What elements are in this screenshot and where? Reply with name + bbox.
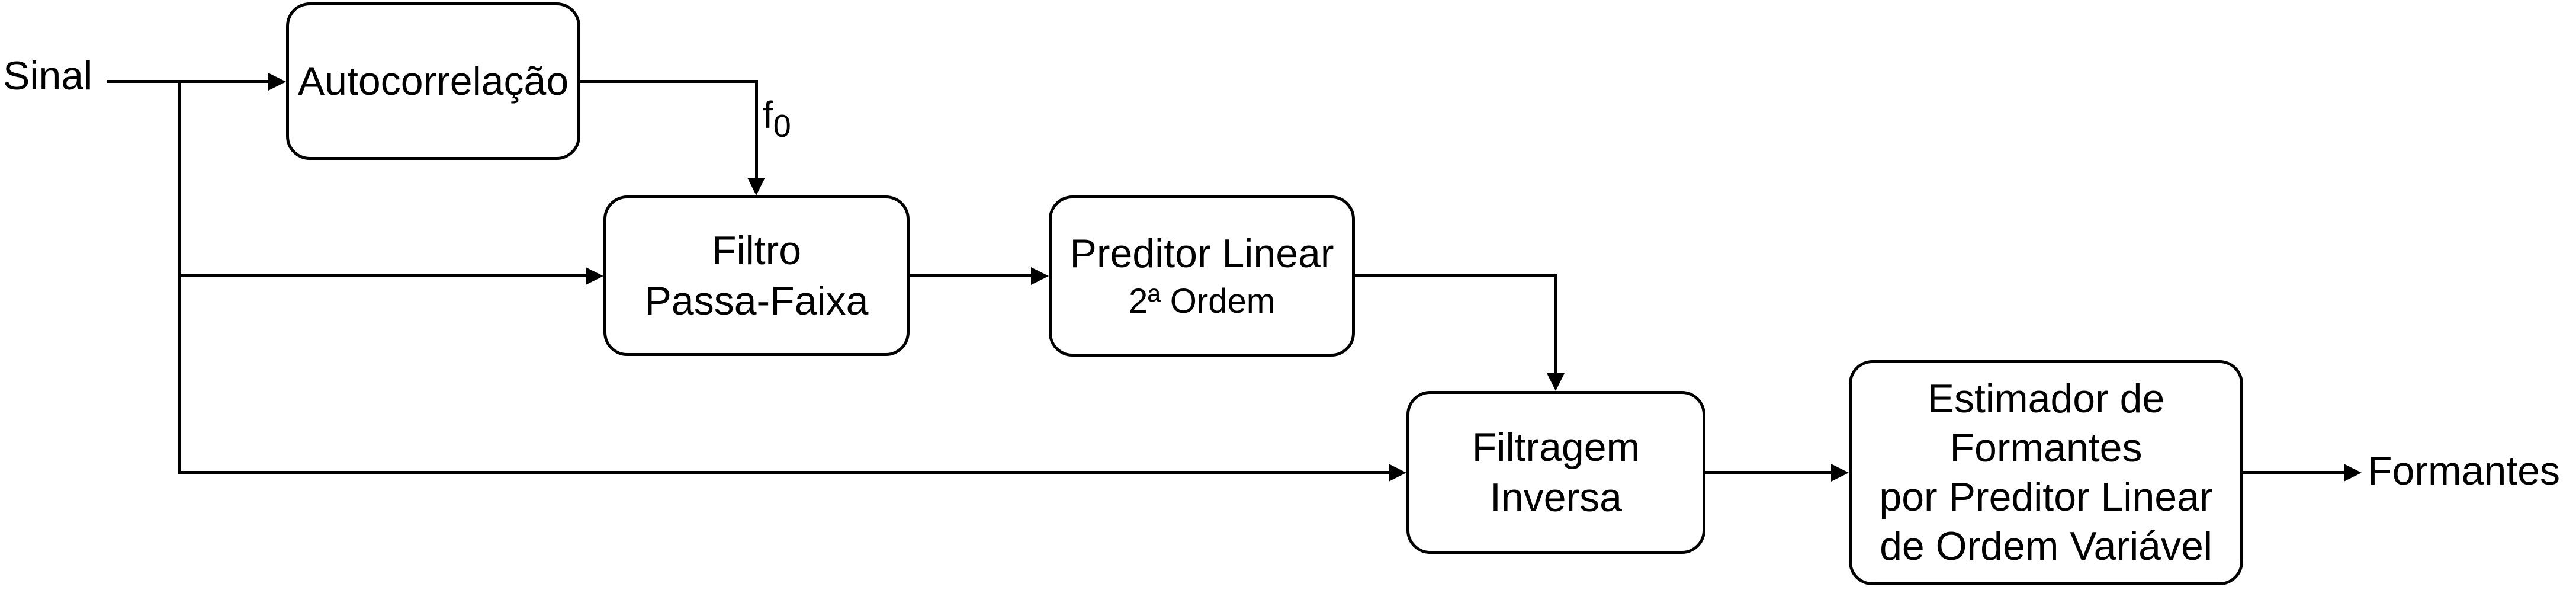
arrowhead-right-icon: [1031, 267, 1049, 285]
block-label-line1: Filtro: [711, 227, 802, 273]
connector-estimador-to-output: [2243, 471, 2344, 474]
block-label-title: Preditor Linear: [1069, 230, 1334, 276]
arrowhead-right-icon: [586, 267, 603, 285]
connector-filtragem-to-estimador: [1705, 471, 1831, 474]
block-autocorrelacao: Autocorrelação: [286, 2, 580, 160]
arrowhead-down-icon: [747, 178, 765, 195]
f0-subscript: 0: [773, 108, 791, 145]
block-filtragem-inversa: Filtragem Inversa: [1406, 391, 1705, 554]
block-label-subtitle: 2ª Ordem: [1128, 281, 1276, 320]
connector-preditor-vertical: [1554, 274, 1557, 373]
block-label-line2: Passa-Faixa: [644, 278, 869, 323]
block-filtro-passa-faixa: Filtro Passa-Faixa: [603, 195, 910, 356]
output-formants-label: Formantes: [2368, 448, 2560, 493]
block-preditor-linear: Preditor Linear 2ª Ordem: [1049, 195, 1355, 357]
connector-filtro-to-preditor: [910, 274, 1031, 277]
block-label-line1: Estimador de: [1927, 376, 2165, 421]
connector-sinal-to-autocorrelacao: [107, 80, 268, 83]
connector-autocorrelacao-out-horizontal: [580, 80, 758, 83]
block-label-line2: Inversa: [1490, 474, 1622, 520]
f0-base: f: [763, 94, 773, 136]
block-label-line2: Formantes: [1949, 425, 2143, 470]
arrowhead-down-icon: [1547, 373, 1565, 391]
block-label-line1: Filtragem: [1472, 424, 1640, 470]
connector-sinal-to-filtragem: [178, 471, 1389, 474]
arrowhead-right-icon: [2344, 464, 2362, 482]
block-label-line3: por Preditor Linear: [1879, 474, 2213, 520]
connector-sinal-to-filtro: [178, 274, 586, 277]
block-estimador-formantes: Estimador de Formantes por Preditor Line…: [1849, 360, 2243, 585]
arrowhead-right-icon: [1389, 464, 1406, 482]
arrowhead-right-icon: [1831, 464, 1849, 482]
block-label: Autocorrelação: [297, 58, 569, 104]
input-signal-label: Sinal: [3, 53, 93, 98]
connector-f0-vertical: [755, 80, 758, 178]
connector-preditor-out-horizontal: [1355, 274, 1557, 277]
arrowhead-right-icon: [268, 73, 286, 91]
f0-pitch-label: f0: [763, 96, 791, 145]
block-label-line4: de Ordem Variável: [1880, 524, 2212, 569]
